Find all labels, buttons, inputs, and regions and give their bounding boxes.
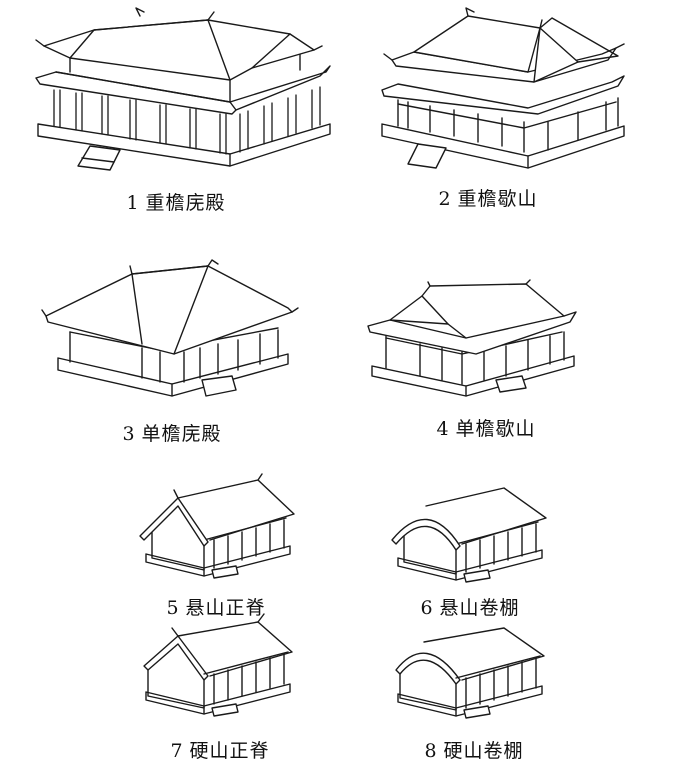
caption-3-name: 单檐庑殿: [141, 423, 222, 445]
caption-1-number: 1: [126, 192, 140, 214]
caption-2-number: 2: [438, 188, 452, 210]
figure-5-overhanging-gable-ridge: [138, 473, 298, 586]
caption-7-name: 硬山正脊: [189, 740, 270, 762]
caption-5-number: 5: [166, 597, 180, 619]
figure-1-double-eave-hip-roof: [30, 6, 335, 184]
caption-6-number: 6: [420, 597, 434, 619]
hall-drawing-2: [381, 7, 625, 169]
hall-drawing-5: [139, 473, 295, 579]
caption-5-name: 悬山正脊: [185, 597, 266, 619]
hall-drawing-7: [143, 613, 293, 717]
figure-3-single-eave-hip-roof: [41, 258, 302, 404]
caption-3-number: 3: [122, 423, 136, 445]
figure-6-overhanging-gable-rolled: [390, 486, 550, 588]
hall-drawing-4: [367, 279, 577, 397]
hall-drawing-3: [41, 259, 299, 397]
caption-2-name: 重檐歇山: [457, 188, 538, 210]
caption-4-number: 4: [436, 418, 450, 440]
figure-2-double-eave-gable-hip-roof: [378, 4, 628, 176]
caption-8-number: 8: [424, 740, 438, 762]
hall-drawing-1: [35, 7, 331, 171]
figure-7-flush-gable-ridge: [138, 613, 298, 722]
caption-8-name: 硬山卷棚: [443, 740, 524, 762]
caption-6-name: 悬山卷棚: [439, 597, 520, 619]
hall-drawing-6: [391, 487, 547, 583]
caption-7-number: 7: [170, 740, 184, 762]
caption-4-name: 单檐歇山: [455, 418, 536, 440]
hall-drawing-8: [395, 627, 545, 719]
figure-8-flush-gable-rolled: [390, 627, 550, 726]
figure-4-single-eave-gable-hip-roof: [366, 279, 581, 400]
caption-1-name: 重檐庑殿: [145, 192, 226, 214]
